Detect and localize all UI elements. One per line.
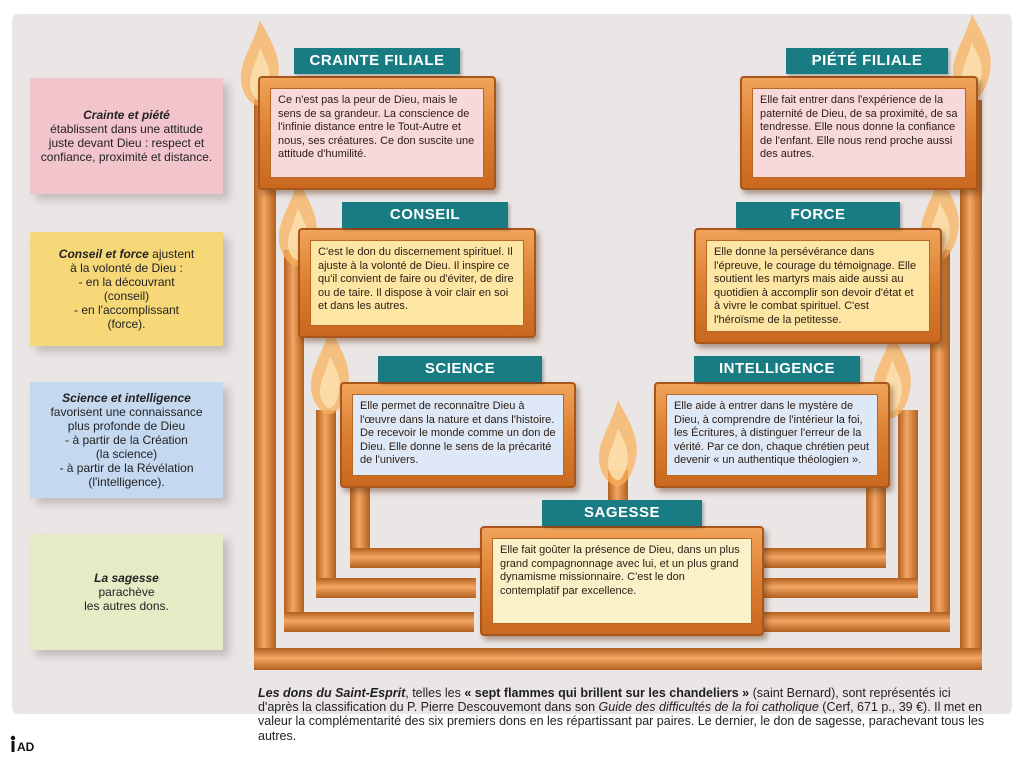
note-text: ajustent (148, 247, 195, 261)
note-line: plus profonde de Dieu (67, 419, 186, 433)
pipe-science (316, 410, 336, 595)
gift-box-conseil: C'est le don du discernement spirituel. … (298, 228, 536, 338)
publisher-logo-icon: AD (8, 734, 38, 756)
gift-box-force: Elle donne la persévérance dans l'épreuv… (694, 228, 942, 344)
pipe-science-inner (350, 480, 370, 565)
gift-title-conseil: CONSEIL (342, 202, 508, 228)
note-line: (l'intelligence). (88, 475, 165, 489)
pipe-conseil-h (284, 612, 474, 632)
pipe-base (254, 648, 982, 670)
caption-lead: Les dons du Saint-Esprit (258, 686, 406, 700)
caption: Les dons du Saint-Esprit, telles les « s… (258, 686, 990, 743)
note-line: - en l'accomplissant (74, 303, 179, 317)
note-sagesse: La sagesse parachève les autres dons. (30, 534, 223, 650)
gift-box-sagesse: Elle fait goûter la présence de Dieu, da… (480, 526, 764, 636)
logo-icon: AD (10, 735, 35, 754)
pipe-science-inner-h (350, 548, 480, 568)
gift-title-science: SCIENCE (378, 356, 542, 382)
logo-text: AD (17, 740, 35, 754)
gift-text-conseil: C'est le don du discernement spirituel. … (310, 240, 524, 326)
note-science-intelligence: Science et intelligence favorisent une c… (30, 382, 223, 498)
gift-text-crainte: Ce n'est pas la peur de Dieu, mais le se… (270, 88, 484, 178)
note-strong: Science et intelligence (62, 391, 191, 405)
note-line: (conseil) (103, 289, 150, 303)
gift-box-piete: Elle fait entrer dans l'expérience de la… (740, 76, 978, 190)
caption-quote: « sept flammes qui brillent sur les chan… (464, 686, 750, 700)
gift-box-intelligence: Elle aide à entrer dans le mystère de Di… (654, 382, 890, 488)
note-line: - en la découvrant (78, 275, 175, 289)
gift-title-sagesse: SAGESSE (542, 500, 702, 526)
gift-text-science: Elle permet de reconnaître Dieu à l'œuvr… (352, 394, 564, 476)
gift-title-crainte: CRAINTE FILIALE (294, 48, 460, 74)
note-conseil-force: Conseil et force ajustent à la volonté d… (30, 232, 223, 346)
pipe-force (930, 250, 950, 630)
gift-text-sagesse: Elle fait goûter la présence de Dieu, da… (492, 538, 752, 624)
gift-text-piete: Elle fait entrer dans l'expérience de la… (752, 88, 966, 178)
caption-text: (saint Bernard), sont représentés ici d'… (258, 686, 951, 715)
note-line: - à partir de la Création (65, 433, 188, 447)
gift-title-intelligence: INTELLIGENCE (694, 356, 860, 382)
pipe-intelligence-inner (866, 480, 886, 565)
note-line: les autres dons. (84, 599, 169, 613)
gift-box-crainte: Ce n'est pas la peur de Dieu, mais le se… (258, 76, 496, 190)
pipe-outer-right (960, 100, 982, 670)
pipe-conseil (284, 250, 304, 630)
note-line: favorisent une connaissance (50, 405, 203, 419)
gift-title-force: FORCE (736, 202, 900, 228)
gift-box-science: Elle permet de reconnaître Dieu à l'œuvr… (340, 382, 576, 488)
note-line: (force). (107, 317, 146, 331)
gift-text-intelligence: Elle aide à entrer dans le mystère de Di… (666, 394, 878, 476)
note-strong: La sagesse (94, 571, 159, 585)
flame-icon (310, 328, 349, 414)
caption-text: (Cerf, 671 p., 39 €). Il met en valeur l… (258, 700, 985, 743)
caption-book: Guide des difficultés de la foi catholiq… (598, 700, 819, 715)
flame-icon (598, 400, 637, 486)
caption-text: , telles les (405, 686, 465, 700)
note-line: à la volonté de Dieu : (70, 261, 183, 275)
note-line: (la science) (95, 447, 158, 461)
pipe-intelligence-h (760, 578, 918, 598)
pipe-outer-left (254, 100, 276, 670)
pipe-intelligence-inner-h (756, 548, 886, 568)
note-crainte-piete: Crainte et piété établissent dans une at… (30, 78, 223, 194)
note-strong: Conseil et force (58, 247, 149, 261)
pipe-science-h (316, 578, 476, 598)
note-line: parachève (98, 585, 155, 599)
gift-title-piete: PIÉTÉ FILIALE (786, 48, 948, 74)
pipe-force-h (760, 612, 950, 632)
note-text: établissent dans une attitude juste deva… (40, 122, 213, 164)
note-line: - à partir de la Révélation (59, 461, 194, 475)
gift-text-force: Elle donne la persévérance dans l'épreuv… (706, 240, 930, 332)
pipe-intelligence (898, 410, 918, 595)
note-strong: Crainte et piété (83, 108, 170, 122)
